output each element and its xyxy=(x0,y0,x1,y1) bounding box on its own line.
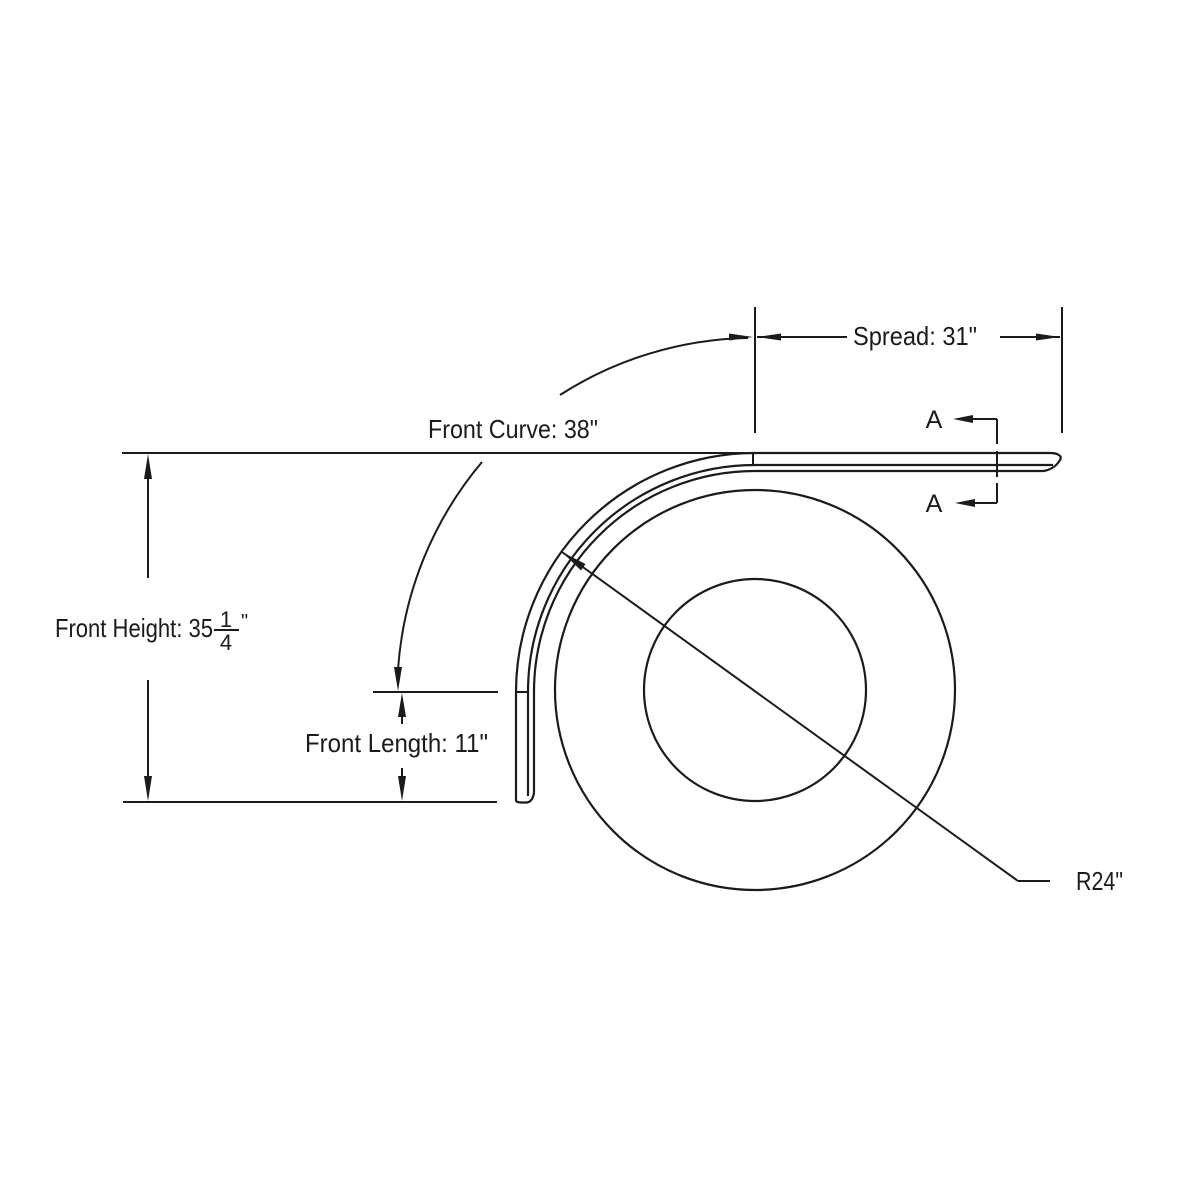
front-curve-arc-lower xyxy=(397,461,483,671)
wheel xyxy=(553,488,957,892)
spread-label: Spread: 31" xyxy=(853,321,977,351)
front-height-label: Front Height: 35 xyxy=(55,613,213,643)
front-curve-arc-upper xyxy=(559,337,749,396)
front-height-fraction-numerator: 1 xyxy=(220,607,232,632)
radius-callout: R24" xyxy=(561,551,1123,896)
hub-inner-circle xyxy=(642,577,868,803)
front-height-arrow-up xyxy=(144,454,152,479)
section-bottom-arrow-left xyxy=(955,499,975,507)
fender-outer-skin xyxy=(514,451,1062,800)
front-height-unit-mark: " xyxy=(241,611,248,633)
fender-profile xyxy=(514,451,1062,804)
fender-inner-skin-2 xyxy=(532,469,1044,791)
section-top-arrow-left xyxy=(953,415,973,423)
front-curve-arrow-down xyxy=(394,667,402,691)
spread-arrow-right xyxy=(1036,333,1060,341)
front-length-arrow-down xyxy=(398,776,406,801)
section-aa-markers: A A xyxy=(926,406,998,518)
front-curve-label: Front Curve: 38" xyxy=(428,414,598,444)
tire-outer-circle xyxy=(553,488,957,892)
front-length-dimension: Front Length: 11" xyxy=(305,691,498,801)
section-marker-a-bottom: A xyxy=(926,490,943,518)
fender-inner-skin-1 xyxy=(526,463,1053,796)
radius-arrowhead xyxy=(562,552,586,571)
front-length-label: Front Length: 11" xyxy=(305,728,488,758)
radius-leader-line xyxy=(561,551,1019,882)
front-height-fraction-denominator: 4 xyxy=(220,630,232,655)
section-marker-a-top: A xyxy=(926,406,943,434)
front-length-arrow-up xyxy=(398,693,406,717)
spread-dimension: Spread: 31" xyxy=(754,307,1063,433)
radius-label: R24" xyxy=(1076,866,1123,896)
fender-leg-bottom-cap xyxy=(514,790,536,804)
front-height-arrow-down xyxy=(144,776,152,801)
front-height-dimension: Front Height: 35 1 4 " xyxy=(55,452,753,803)
front-curve-arrow-right xyxy=(729,333,753,341)
front-curve-dimension: Front Curve: 38" xyxy=(394,333,753,691)
spread-arrow-left xyxy=(757,333,781,341)
